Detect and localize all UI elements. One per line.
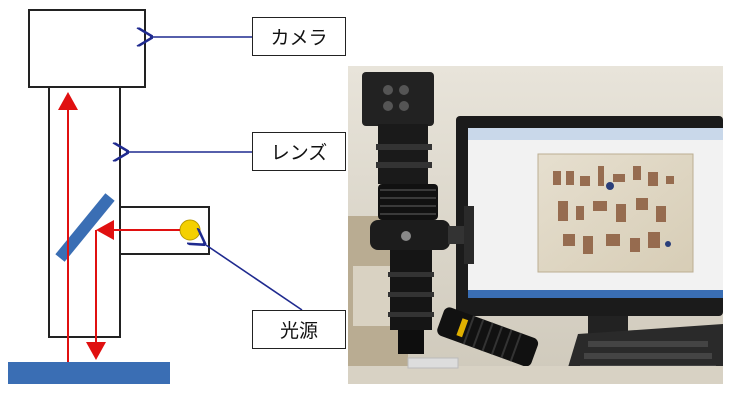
specimen-stage: [8, 362, 170, 384]
camera-label-text: カメラ: [270, 27, 328, 49]
light-bulb: [179, 219, 201, 241]
pointer-light: [203, 243, 303, 311]
lens-label: レンズ: [252, 132, 346, 171]
lens-label-text: レンズ: [270, 142, 328, 164]
microscope-camera-photo: [348, 66, 723, 384]
camera-body: [28, 9, 146, 88]
camera-label: カメラ: [252, 17, 346, 56]
light-source-label-text: 光源: [279, 320, 318, 342]
light-source-label: 光源: [252, 310, 346, 349]
lens-tube: [48, 86, 121, 338]
photo-illustration: [348, 66, 723, 384]
